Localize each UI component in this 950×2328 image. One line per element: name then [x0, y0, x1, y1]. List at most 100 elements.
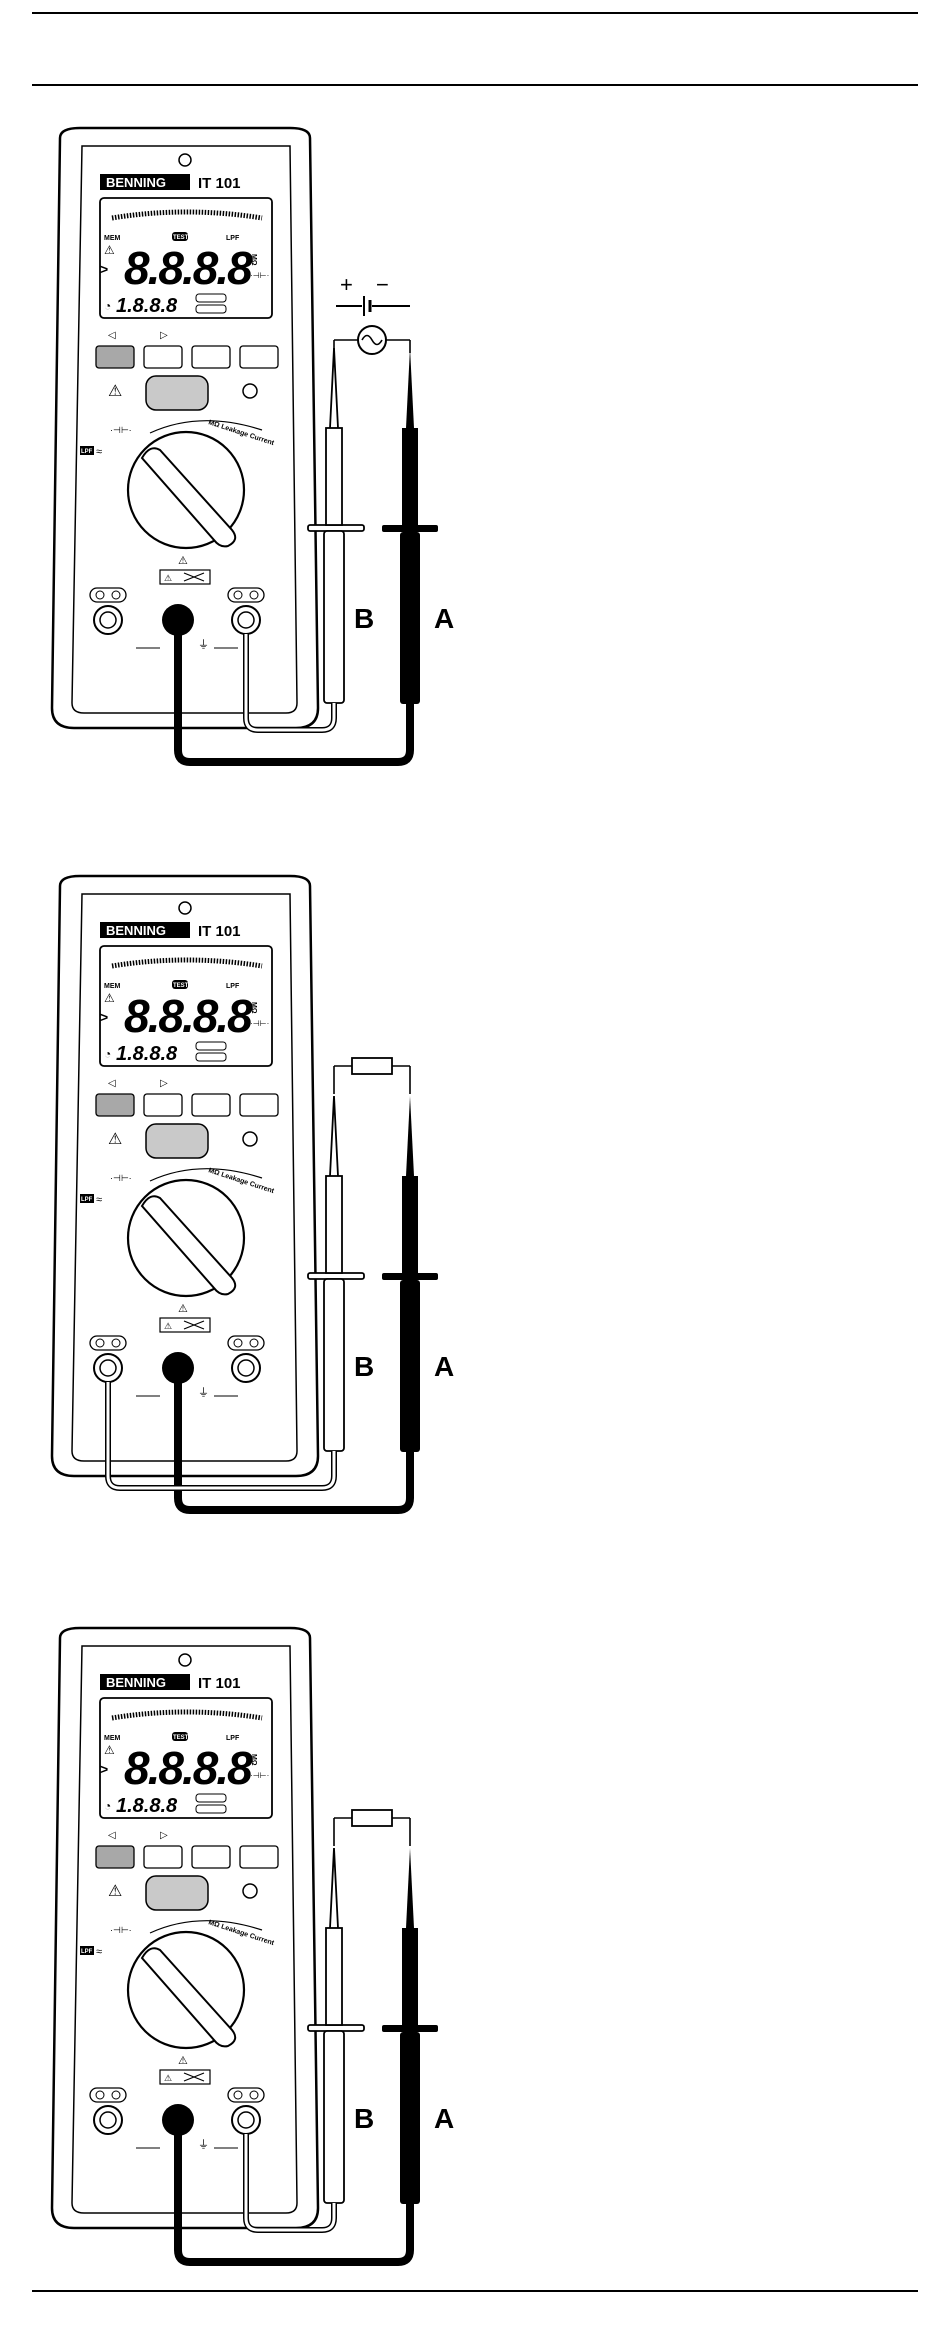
- left-socket-dot-a: [95, 1338, 105, 1348]
- probe-a-neck: [402, 428, 418, 525]
- white-cable-core: [244, 2134, 336, 2232]
- left-socket-inner: [99, 2111, 117, 2129]
- lpf-box: [80, 1946, 94, 1955]
- left-arrow-icon: ◁: [108, 1078, 116, 1089]
- white-cable-core: [106, 1382, 336, 1490]
- socket-label-box: [159, 1317, 211, 1333]
- probe-b-guard: [307, 1272, 365, 1280]
- lcd-mem-label: MEM: [104, 1735, 121, 1742]
- probe-b-label: B: [354, 2103, 374, 2134]
- probe-a-label: A: [434, 603, 454, 634]
- ground-icon: ⏚: [198, 638, 209, 651]
- socket-cross-icon: [183, 1320, 205, 1330]
- lcd-cap-icon: ·⊣⊢·: [250, 1771, 269, 1780]
- probe-a-guard: [382, 2025, 438, 2032]
- lcd-warning-icon: ⚠: [104, 991, 115, 1005]
- left-socket-dot-b: [111, 2090, 121, 2100]
- key-3: [191, 1093, 231, 1117]
- probe-b-neck: [325, 1927, 343, 2026]
- probe-b-label: B: [354, 1351, 374, 1382]
- lcd-unit-label: MΩ: [250, 1002, 257, 1014]
- lcd-bargraph: [111, 209, 263, 221]
- probe-b-handle: [323, 1278, 345, 1452]
- lcd-timer-icon: ◔: [104, 1799, 111, 1813]
- lcd-seg-b: [195, 1804, 227, 1814]
- socket-warning-icon: ⚠: [178, 555, 188, 567]
- brand-label: BENNING: [106, 923, 166, 938]
- model-label: IT 101: [198, 1675, 241, 1692]
- probe-b-handle: [323, 2030, 345, 2204]
- led-indicator: [242, 1131, 258, 1147]
- dial-cap-icon: ·⊣⊢·: [110, 1925, 132, 1935]
- dial-cap-icon: ·⊣⊢·: [110, 425, 132, 435]
- probe-b-neck: [325, 1175, 343, 1274]
- socket-label-warning: ⚠: [164, 573, 172, 583]
- resistor-symbol: [351, 1809, 393, 1827]
- lcd-bargraph: [111, 957, 263, 969]
- lcd-seg-b: [195, 1052, 227, 1062]
- lcd-small-digits: 1.8.8.8: [116, 1795, 178, 1817]
- white-cable-core: [244, 634, 336, 732]
- warning-icon: ⚠: [108, 1883, 122, 1900]
- probe-b-guard: [307, 2024, 365, 2032]
- lcd-lpf-label: LPF: [226, 235, 240, 242]
- lcd-test-pill: [172, 980, 188, 989]
- brand-label: BENNING: [106, 1675, 166, 1690]
- probe-a-guard: [382, 525, 438, 532]
- probe-a-tip: [406, 1096, 414, 1176]
- model-label: IT 101: [198, 175, 241, 192]
- right-socket-inner: [237, 611, 255, 629]
- black-cable: [174, 620, 414, 766]
- lpf-label: LPF: [81, 1949, 93, 1955]
- lcd-test-label: TEST: [173, 983, 189, 989]
- dial-cap-icon: ·⊣⊢·: [110, 1173, 132, 1183]
- plus-sign: +: [340, 272, 353, 297]
- lpf-label: LPF: [81, 1197, 93, 1203]
- lcd-small-digits: 1.8.8.8: [116, 1043, 178, 1065]
- lcd-seg-a: [195, 293, 227, 303]
- key-4: [239, 1845, 279, 1869]
- top-rule-1: [32, 12, 918, 14]
- lcd-main-digits: 8.8.8.8: [124, 990, 253, 1042]
- top-rule-2: [32, 84, 918, 86]
- minus-sign: −: [376, 272, 389, 297]
- left-socket-dot-a: [95, 2090, 105, 2100]
- lcd-seg-b: [195, 304, 227, 314]
- probe-b-tip: [329, 1847, 339, 1929]
- probe-b-tip: [329, 1095, 339, 1177]
- lpf-label: LPF: [81, 449, 93, 455]
- led-indicator: [242, 1883, 258, 1899]
- brand-box: [100, 174, 190, 190]
- lcd-lpf-label: LPF: [226, 1735, 240, 1742]
- probe-a-neck: [402, 1928, 418, 2025]
- lcd-unit-label: MΩ: [250, 1754, 257, 1766]
- key-3: [191, 345, 231, 369]
- lcd-timer-icon: ◔: [104, 299, 111, 313]
- key-row: ◁▷: [95, 1830, 279, 1869]
- lcd-main-digits: 8.8.8.8: [124, 242, 253, 294]
- lpf-box: [80, 446, 94, 455]
- probe-a-handle: [400, 2032, 420, 2204]
- key-2: [143, 1845, 183, 1869]
- ac-icon: ≈: [96, 446, 102, 458]
- probe-a-handle: [400, 532, 420, 704]
- brand-box: [100, 1674, 190, 1690]
- warning-icon: ⚠: [108, 383, 122, 400]
- left-socket-top: [89, 2087, 127, 2103]
- lcd-cap-icon: ·⊣⊢·: [250, 271, 269, 280]
- black-cable: [174, 2120, 414, 2266]
- left-socket-dot-b: [111, 1338, 121, 1348]
- right-arrow-icon: ▷: [160, 1078, 168, 1089]
- probe-b-handle: [323, 530, 345, 704]
- lcd-unit-label: MΩ: [250, 254, 257, 266]
